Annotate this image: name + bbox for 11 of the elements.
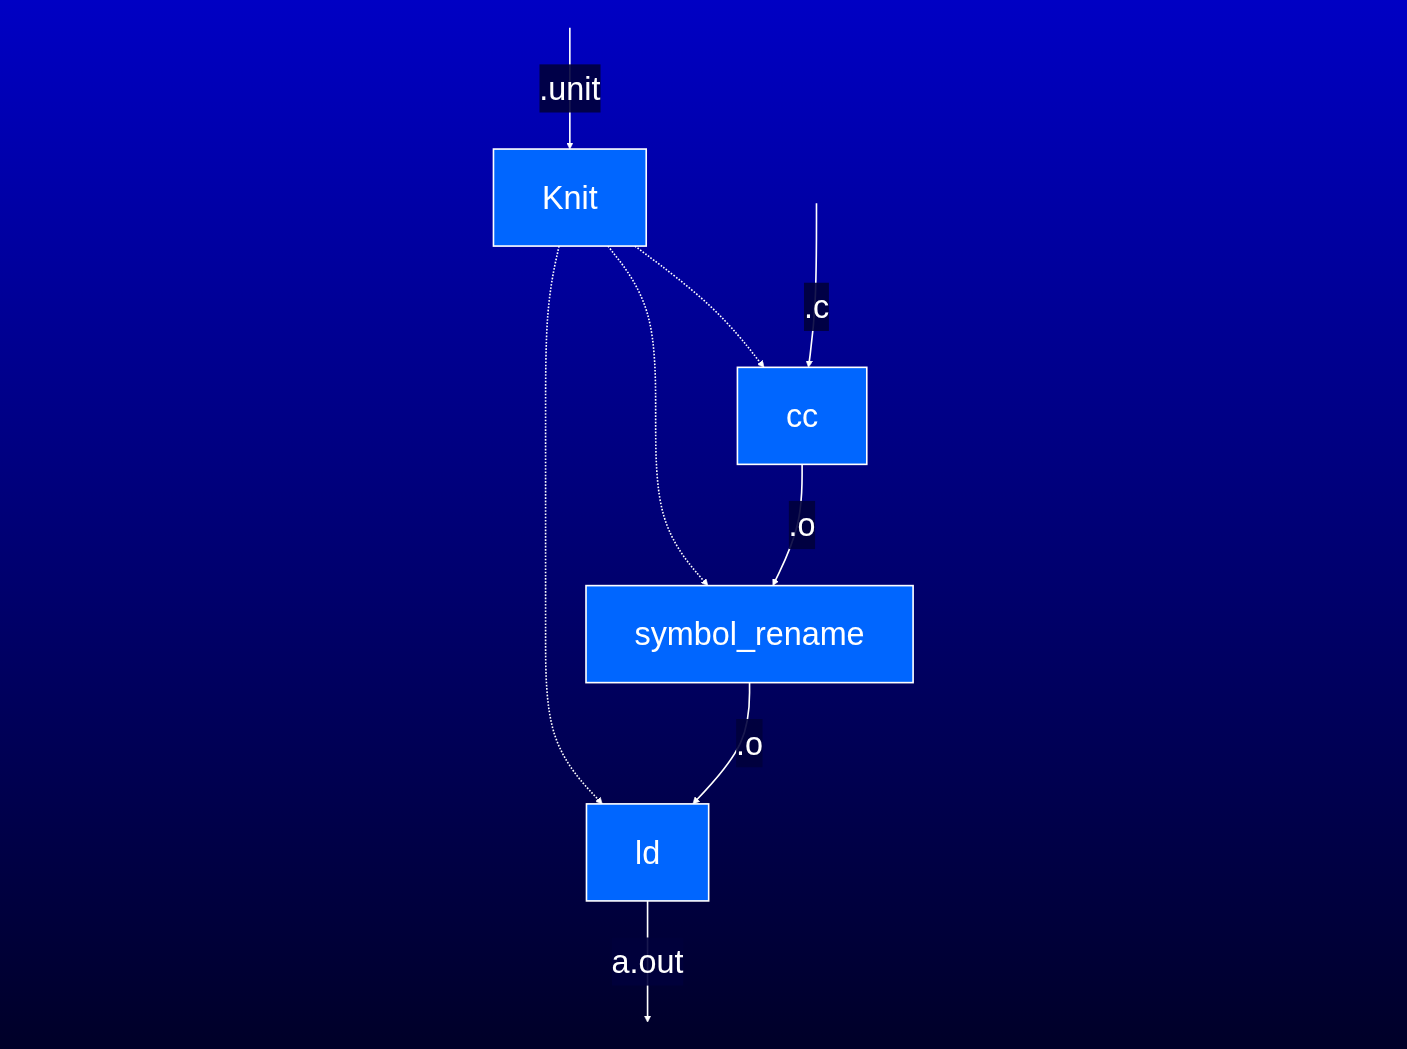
edge-label: .o bbox=[788, 506, 816, 543]
edge-label: .c bbox=[804, 288, 830, 324]
node-box: Knit bbox=[492, 147, 648, 247]
edge-label: .o bbox=[736, 725, 764, 761]
edge-label: .unit bbox=[539, 70, 601, 106]
node-box: cc bbox=[736, 366, 868, 465]
node-box: symbol_rename bbox=[585, 584, 915, 683]
edge-label: a.out bbox=[611, 943, 684, 979]
arrow bbox=[545, 244, 603, 804]
arrow bbox=[607, 244, 709, 586]
node-box: ld bbox=[585, 802, 710, 902]
